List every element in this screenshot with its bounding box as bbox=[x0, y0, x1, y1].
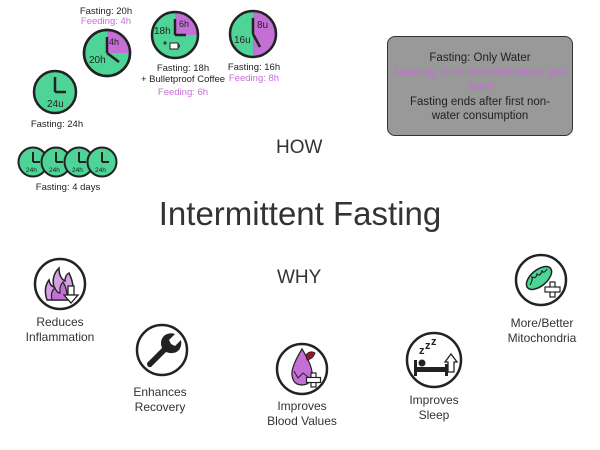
clock-16u: 16u 8u bbox=[228, 9, 278, 59]
mitochondria-plus-icon bbox=[514, 253, 568, 307]
protocol-18-feeding: Feeding: 6h bbox=[157, 87, 209, 98]
benefit-blood-line1: Improves bbox=[277, 399, 327, 413]
clock-24u: 24u bbox=[32, 69, 78, 115]
rules-box: Fasting: Only Water Feeding: how much/wh… bbox=[387, 36, 573, 136]
clock-day2-text: 24h bbox=[49, 167, 60, 174]
clock-4h-text: 4h bbox=[109, 37, 119, 47]
benefit-inflammation-line2: Inflammation bbox=[25, 330, 95, 344]
protocol-16-feeding: Feeding: 8h bbox=[228, 73, 280, 84]
protocol-20-fasting: Fasting: 20h bbox=[79, 6, 133, 17]
main-title: Intermittent Fasting bbox=[158, 195, 442, 232]
protocol-16-fasting: Fasting: 16h bbox=[227, 62, 281, 73]
wrench-icon bbox=[135, 323, 189, 377]
clock-20h-text: 20h bbox=[89, 55, 106, 66]
protocol-20-feeding: Feeding: 4h bbox=[80, 16, 132, 27]
benefit-blood-line2: Blood Values bbox=[267, 414, 337, 428]
protocol-4days-fasting: Fasting: 4 days bbox=[35, 182, 101, 193]
clock-18h-text: 18h bbox=[154, 26, 171, 37]
clock-16u-text: 16u bbox=[234, 35, 251, 46]
clock-24u-text: 24u bbox=[47, 99, 64, 110]
rule-feeding: Feeding: how much/whatever you want bbox=[394, 66, 566, 94]
how-heading: HOW bbox=[276, 137, 323, 158]
clock-20h: 20h 4h bbox=[82, 28, 132, 78]
benefit-sleep-line2: Sleep bbox=[418, 408, 450, 422]
benefit-sleep-line1: Improves bbox=[409, 393, 459, 407]
protocol-18-extra: + Bulletproof Coffee bbox=[140, 74, 226, 85]
svg-text:z: z bbox=[431, 336, 437, 348]
why-heading: WHY bbox=[277, 267, 322, 288]
flame-down-icon bbox=[33, 257, 87, 311]
clock-day3-text: 24h bbox=[72, 167, 83, 174]
rule-ends: Fasting ends after first non-water consu… bbox=[410, 95, 550, 123]
blood-drop-plus-icon bbox=[275, 342, 329, 396]
protocol-24-fasting: Fasting: 24h bbox=[30, 119, 84, 130]
svg-text:z: z bbox=[425, 340, 431, 352]
clock-6h-text: 6h bbox=[179, 19, 189, 29]
clock-day1-text: 24h bbox=[26, 167, 37, 174]
protocol-18-fasting: Fasting: 18h bbox=[156, 63, 210, 74]
clock-8u-text: 8u bbox=[257, 20, 268, 31]
sleep-bed-icon: z z z bbox=[405, 331, 463, 389]
clock-18h: 18h 6h bbox=[150, 10, 200, 60]
benefit-inflammation-line1: Reduces bbox=[36, 315, 84, 329]
benefit-recovery-line2: Recovery bbox=[134, 400, 186, 414]
benefit-mitochondria-line2: Mitochondria bbox=[507, 331, 577, 345]
rule-fasting: Fasting: Only Water bbox=[429, 52, 531, 64]
coffee-cup-icon bbox=[163, 41, 180, 50]
clock-day4-text: 24h bbox=[95, 167, 106, 174]
svg-text:z: z bbox=[419, 345, 425, 357]
clock-4days: 24h 24h 24h 24h bbox=[17, 146, 118, 178]
benefit-recovery-line1: Enhances bbox=[133, 385, 187, 399]
benefit-mitochondria-line1: More/Better bbox=[510, 316, 574, 330]
